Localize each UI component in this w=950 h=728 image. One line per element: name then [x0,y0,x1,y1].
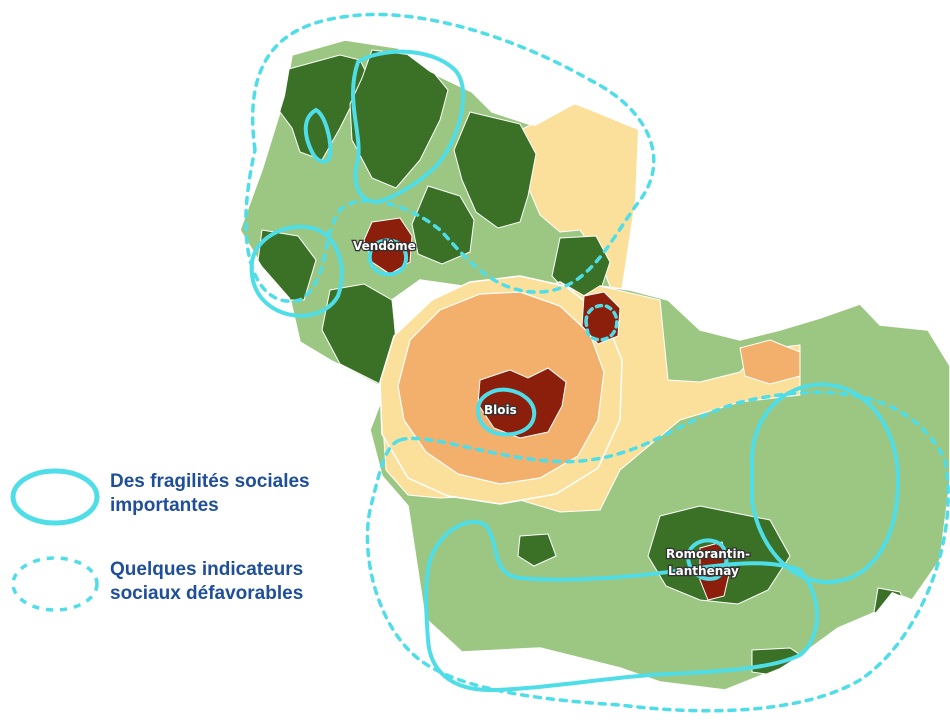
north-east-group [453,111,537,229]
blois-urban-area [477,367,567,439]
legend-strong-fragility-label: Des fragilités sociales importantes [110,470,310,518]
south-west-small-group [517,533,557,567]
north-zone [239,39,639,386]
weak-fragility-north-outline [244,12,656,303]
strong-fragility-northwest-outline [303,107,333,164]
south-east-moderate-zone [739,339,801,385]
weak-fragility-blois-north-outline [584,303,619,342]
city-label-vendome: Vendôme [353,239,416,253]
strong-fragility-vendome-outline [367,238,409,277]
blois-north-small-area [581,291,621,345]
strong-fragility-blois-outline [475,387,537,437]
vendome-urban-area [363,217,413,275]
strong-fragility-east-outline [750,382,901,585]
strong-fragility-west-outline [249,224,344,318]
city-label-romorantin-line1: Romorantin- [666,547,750,561]
legend-strong-line-1: Des fragilités sociales [110,471,310,492]
strong-fragility-south-outline [424,519,819,693]
weak-fragility-south-outline [365,390,950,713]
strong-fragility-romorantin-outline [685,538,729,581]
legend-weak-line-1: Quelques indicateurs [110,559,304,580]
north-west-group [279,54,373,161]
centre-north-group [411,185,475,265]
legend-weak-fragility-label: Quelques indicateurs sociaux défavorable… [110,558,303,606]
strong-fragility-north-outline [351,49,466,205]
city-label-romorantin-line2: Lanthenay [668,564,739,578]
romorantin-urban-area [699,541,731,601]
city-label-blois: Blois [484,403,517,417]
legend-strong-line-2: importantes [110,495,219,516]
legend-solid-ellipse-icon [10,468,100,526]
legend-weak-line-2: sociaux défavorables [110,583,304,604]
legend-dotted-ellipse-icon [11,556,99,612]
social-fragility-overlays [244,12,950,713]
